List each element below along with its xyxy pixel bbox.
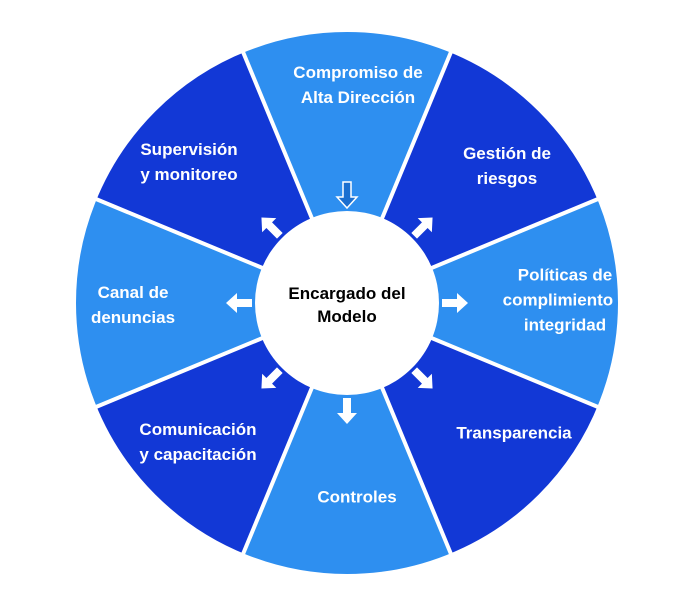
arrow-out-canal-denuncias [226, 293, 252, 313]
arrow-out-supervision [261, 217, 283, 239]
wheel-outline [74, 30, 620, 576]
center-hub [255, 211, 439, 395]
segment-label-controles: Controles [317, 487, 397, 507]
arrow-out-transparencia [411, 367, 433, 389]
segment-compromiso [242, 30, 452, 304]
segment-politicas [347, 198, 620, 408]
segment-canal-denuncias [74, 198, 348, 408]
arrow-out-gestion-riesgos [411, 217, 433, 239]
arrow-out-controles [337, 398, 357, 424]
arrow-out-politicas [442, 293, 468, 313]
arrow-out-comunicacion [261, 367, 283, 389]
arrow-in-compromiso [335, 181, 359, 210]
segment-controles [242, 303, 452, 576]
segment-label-transparencia: Transparencia [456, 423, 572, 443]
